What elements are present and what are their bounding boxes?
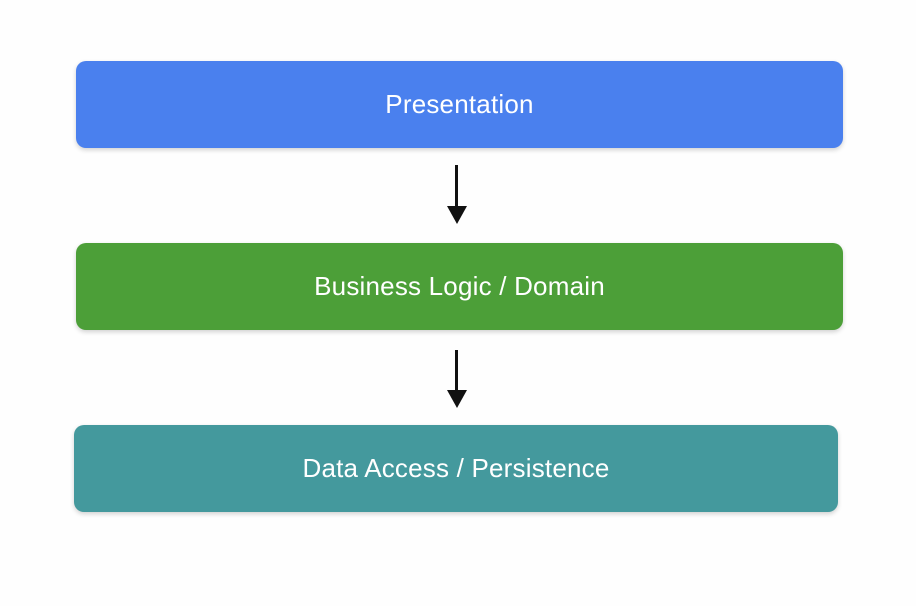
layer-label-data-access: Data Access / Persistence	[302, 453, 610, 483]
down-arrow-1-line	[455, 165, 458, 208]
layer-box-data-access: Data Access / Persistence	[74, 425, 838, 512]
down-arrow-2-line	[455, 350, 458, 392]
down-arrow-2-head-icon	[447, 390, 467, 408]
down-arrow-1-head-icon	[447, 206, 467, 224]
layer-box-presentation: Presentation	[76, 61, 843, 148]
layer-label-business-logic: Business Logic / Domain	[314, 271, 605, 301]
layer-box-business-logic: Business Logic / Domain	[76, 243, 843, 330]
layer-label-presentation: Presentation	[385, 89, 534, 119]
